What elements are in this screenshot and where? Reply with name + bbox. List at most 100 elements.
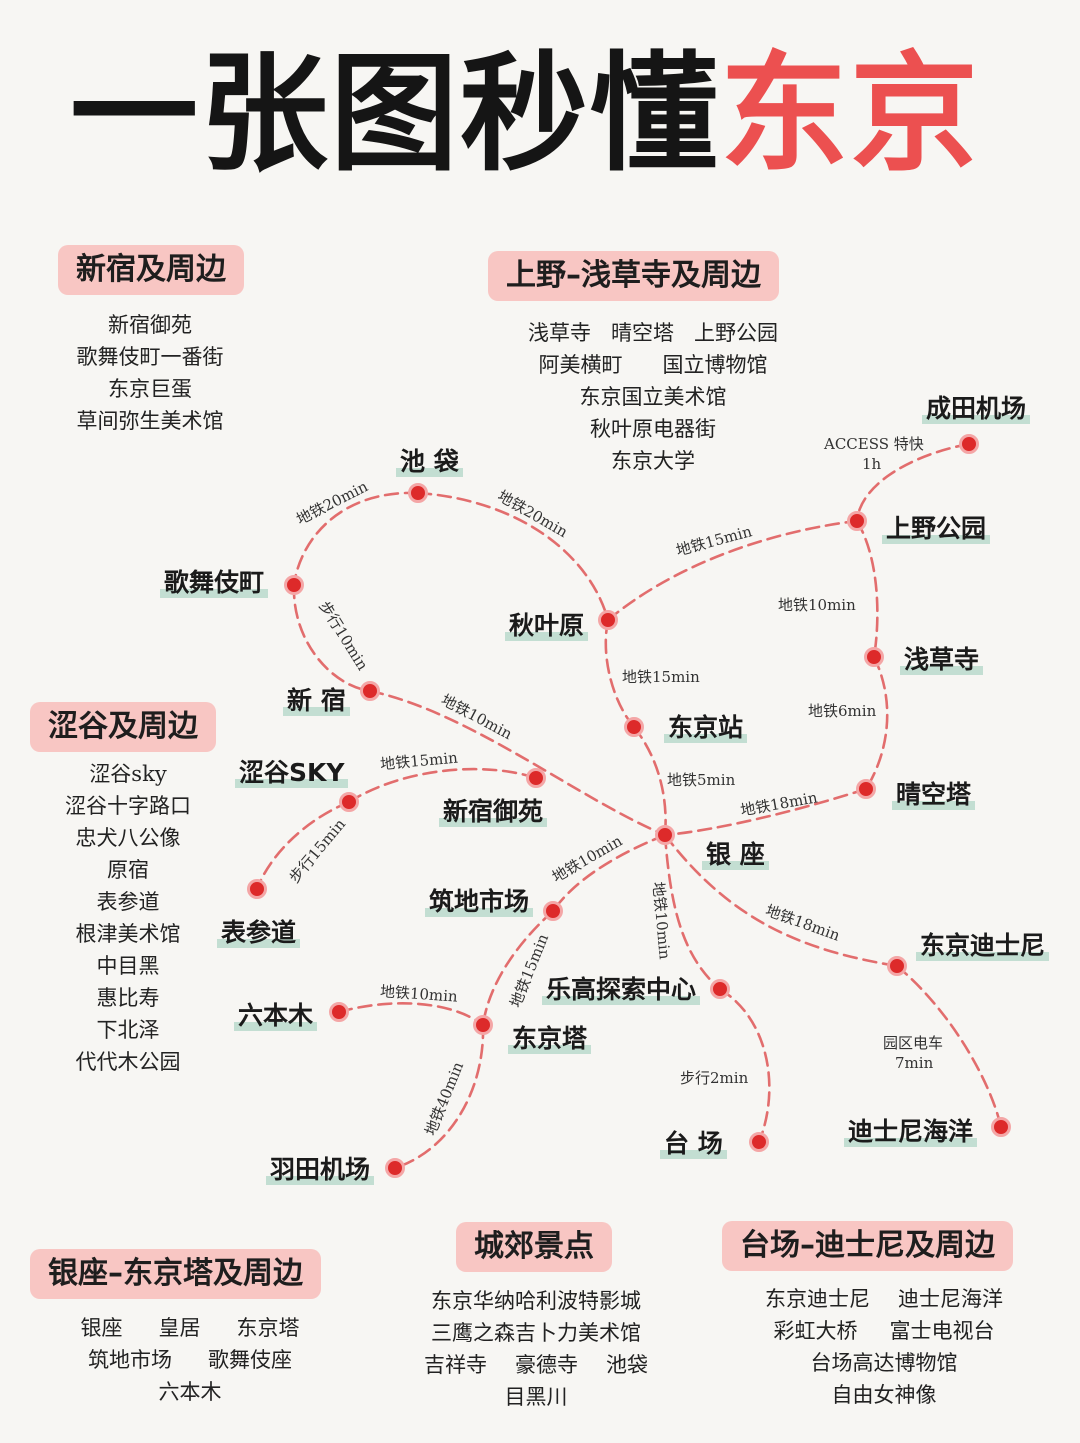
list-item: 富士电视台: [889, 1319, 995, 1343]
route-ginza-tsukiji: [551, 833, 667, 913]
station-label-ikebukuro: 池 袋: [396, 447, 463, 477]
route-kabukicho-shinjuku: [292, 583, 372, 693]
list-item: 表参道: [96, 890, 160, 914]
list-item: 歌舞伎座: [208, 1348, 292, 1372]
duration-narita-ueno-line2: 1h: [862, 455, 882, 473]
list-row: 浅草寺晴空塔上野公园: [493, 317, 813, 349]
duration-akihabara-tokyo: 地铁15min: [622, 668, 700, 686]
list-row: 自由女神像: [724, 1379, 1044, 1411]
area-label-ginza: 银座–东京塔及周边: [30, 1249, 321, 1299]
station-dot-disneysea: [991, 1117, 1011, 1137]
list-item: 彩虹大桥: [773, 1319, 858, 1343]
list-item: 代代木公园: [75, 1050, 181, 1074]
list-item: 东京迪士尼: [765, 1287, 870, 1311]
station-label-tsukiji: 筑地市场: [425, 887, 534, 917]
list-item: 忠犬八公像: [75, 826, 181, 850]
station-dot-ikebukuro: [408, 483, 428, 503]
list-item: 六本木: [158, 1380, 222, 1404]
list-item: 东京华纳哈利波特影城: [431, 1289, 641, 1313]
area-list-shibuya: 涩谷sky 涩谷十字路口 忠犬八公像 原宿 表参道 根津美术馆 中目黑 惠比寿 …: [48, 758, 208, 1078]
station-dot-skytree: [856, 779, 876, 799]
list-item: 银座: [80, 1316, 123, 1340]
list-row: 东京华纳哈利波特影城: [396, 1285, 676, 1317]
area-list-suburb: 东京华纳哈利波特影城 三鹰之森吉卜力美术馆 吉祥寺 豪德寺 池袋 目黑川: [396, 1285, 676, 1413]
duration-narita-ueno-line1: ACCESS 特快: [824, 435, 924, 453]
title-part-1: 一张图秒懂: [70, 40, 721, 189]
list-row: 筑地市场 歌舞伎座: [40, 1344, 340, 1376]
list-item: 豪德寺: [515, 1353, 578, 1377]
station-label-akihabara: 秋叶原: [505, 611, 589, 641]
station-label-tokyo-station: 东京站: [664, 713, 748, 743]
list-item: 东京国立美术馆: [579, 385, 727, 409]
station-label-roppongi: 六本木: [234, 1001, 318, 1031]
station-label-shinjuku: 新 宿: [283, 686, 350, 716]
station-label-gyoen: 新宿御苑: [439, 797, 548, 827]
list-row: 银座皇居东京塔: [40, 1312, 340, 1344]
area-list-odaiba: 东京迪士尼 迪士尼海洋 彩虹大桥 富士电视台 台场高达博物馆 自由女神像: [724, 1283, 1044, 1411]
area-label-shibuya: 涩谷及周边: [30, 702, 216, 752]
list-item: 上野公园: [694, 321, 778, 345]
list-row: 台场高达博物馆: [724, 1347, 1044, 1379]
duration-lego-daiba: 步行2min: [680, 1069, 749, 1087]
list-item: 浅草寺: [528, 321, 591, 345]
station-label-asakusa: 浅草寺: [900, 645, 984, 675]
station-dot-tokyo-station: [624, 717, 644, 737]
station-dot-asakusa: [864, 647, 884, 667]
station-label-kabukicho: 歌舞伎町: [160, 568, 269, 598]
list-row: 东京国立美术馆: [493, 381, 813, 413]
list-item: 中目黑: [96, 954, 160, 978]
list-item: 涩谷sky: [89, 762, 167, 786]
route-tokyo-ginza: [632, 725, 667, 837]
area-label-odaiba: 台场–迪士尼及周边: [722, 1221, 1013, 1271]
list-row: 三鹰之森吉卜力美术馆: [396, 1317, 676, 1349]
list-item: 吉祥寺: [424, 1353, 487, 1377]
route-lego-daiba: [718, 987, 771, 1144]
list-item: 台场高达博物馆: [810, 1351, 958, 1375]
station-label-shibuya-sky: 涩谷SKY: [235, 758, 349, 788]
station-label-omotesando: 表参道: [217, 918, 301, 948]
station-label-skytree: 晴空塔: [892, 780, 976, 810]
station-label-lego: 乐高探索中心: [542, 975, 701, 1005]
list-item: 目黑川: [504, 1385, 568, 1409]
route-roppongi-tower: [337, 1002, 485, 1027]
list-item: 三鹰之森吉卜力美术馆: [431, 1321, 641, 1345]
station-dot-akihabara: [598, 610, 618, 630]
route-shinjuku-ginza: [368, 689, 667, 837]
list-row: 彩虹大桥 富士电视台: [724, 1315, 1044, 1347]
page-title: 一张图秒懂东京: [70, 40, 980, 190]
area-label-ueno: 上野–浅草寺及周边: [488, 251, 779, 301]
list-row: 吉祥寺 豪德寺 池袋: [396, 1349, 676, 1381]
station-dot-ginza: [655, 825, 675, 845]
station-dot-tsukiji: [543, 901, 563, 921]
list-item: 东京大学: [611, 449, 695, 473]
station-label-ginza: 银 座: [702, 840, 769, 870]
duration-asakusa-skytree: 地铁6min: [808, 702, 877, 720]
list-item: 自由女神像: [831, 1383, 937, 1407]
duration-disney-sea-line1: 园区电车: [883, 1034, 944, 1052]
area-label-suburb: 城郊景点: [456, 1222, 612, 1272]
station-dot-haneda: [385, 1158, 405, 1178]
station-label-tokyo-tower: 东京塔: [508, 1024, 592, 1054]
duration-disney-sea-line2: 7min: [895, 1054, 934, 1072]
station-dot-gyoen: [526, 768, 546, 788]
station-label-disneysea: 迪士尼海洋: [844, 1117, 978, 1147]
list-item: 草间弥生美术馆: [76, 409, 224, 433]
station-dot-omotesando: [247, 879, 267, 899]
list-item: 迪士尼海洋: [898, 1287, 1003, 1311]
area-list-ueno: 浅草寺晴空塔上野公园 阿美横町国立博物馆 东京国立美术馆 秋叶原电器街 东京大学: [493, 317, 813, 477]
route-ginza-disney: [663, 833, 899, 968]
list-row: 六本木: [40, 1376, 340, 1408]
duration-tokyo-ginza: 地铁5min: [667, 771, 736, 789]
route-akihabara-ueno: [606, 519, 859, 622]
list-item: 晴空塔: [611, 321, 674, 345]
list-item: 筑地市场: [88, 1348, 172, 1372]
list-item: 池袋: [606, 1353, 648, 1377]
route-asakusa-skytree: [864, 655, 889, 791]
route-skytree-ginza: [663, 787, 868, 837]
list-item: 新宿御苑: [108, 313, 192, 337]
station-label-disney: 东京迪士尼: [916, 931, 1050, 961]
list-row: 目黑川: [396, 1381, 676, 1413]
route-tsukiji-tower: [481, 909, 555, 1027]
area-list-shinjuku: 新宿御苑 歌舞伎町一番街 东京巨蛋 草间弥生美术馆: [55, 309, 245, 437]
